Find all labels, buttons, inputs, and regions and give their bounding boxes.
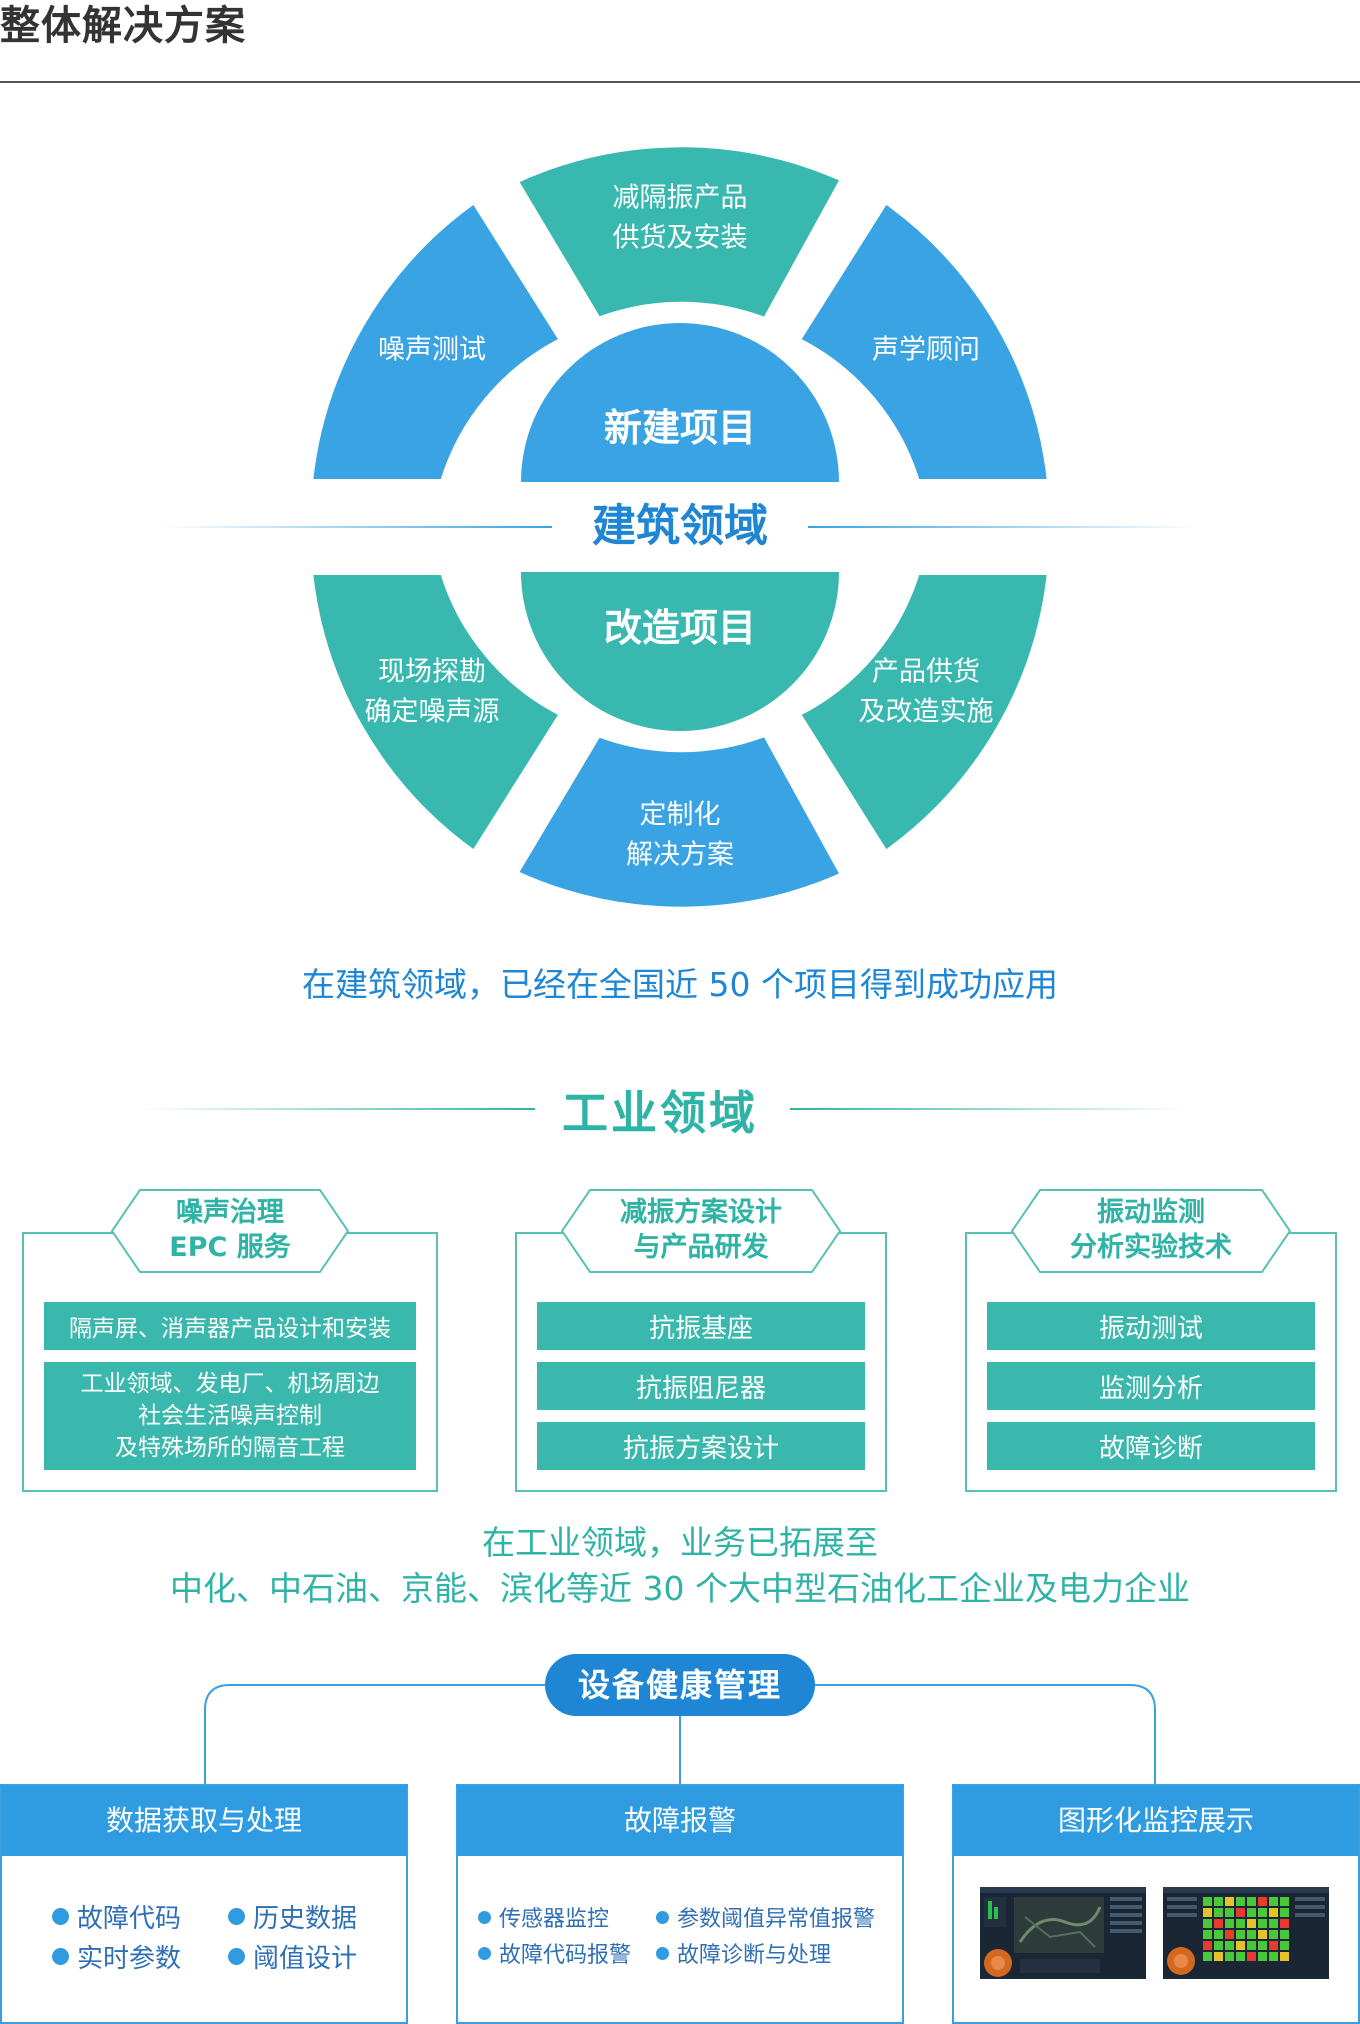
- card-hex-vibration-design: [560, 1189, 842, 1273]
- card-item-anti-vibration-design: 抗振方案设计: [537, 1422, 865, 1470]
- card-item-noise-projects-line2: 社会生活噪声控制: [138, 1403, 322, 1429]
- card-item-noise-projects-line1: 工业领域、发电厂、机场周边: [80, 1371, 380, 1397]
- building-domain-diagram: 建筑领域 新建项目 改造项目 减隔振产品 供货及安装 噪声测试 声学顾问 现场探…: [160, 141, 1200, 913]
- building-title-line-left: [160, 526, 552, 528]
- retrofit-project-label: 改造项目: [604, 606, 756, 650]
- card-item-noise-projects-line3: 及特殊场所的隔音工程: [115, 1435, 345, 1461]
- segment-left-top-label: 噪声测试: [378, 335, 486, 366]
- building-domain-title: 建筑领域: [592, 501, 768, 552]
- industry-stat-line1: 在工业领域，业务已拓展至: [482, 1523, 878, 1562]
- bullet-fault-code: 故障代码: [52, 1898, 181, 1935]
- bullet-dot-icon: [52, 1948, 69, 1965]
- management-title: 设备健康管理: [545, 1654, 815, 1716]
- segment-top: [512, 141, 847, 324]
- bullet-dot-icon: [52, 1908, 69, 1925]
- inner-new-project: [521, 323, 839, 482]
- bullet-dot-icon: [478, 1910, 491, 1924]
- bullet-fault-code-alarm-label: 故障代码报警: [499, 1943, 632, 1968]
- segment-left-bottom-label-1: 现场探勘: [378, 657, 486, 688]
- industry-stat-line2: 中化、中石油、京能、滨化等近 30 个大中型石油化工企业及电力企业: [170, 1569, 1190, 1608]
- segment-bottom-label-2: 解决方案: [626, 840, 734, 871]
- inner-retrofit-project: [521, 572, 839, 731]
- segment-right-bottom-label-2: 及改造实施: [859, 697, 994, 728]
- bullet-dot-icon: [656, 1910, 669, 1924]
- card-item-anti-vibration-damper: 抗振阻尼器: [537, 1362, 865, 1410]
- bullet-threshold-design: 阈值设计: [228, 1938, 357, 1975]
- card-head-vibration-monitoring: 振动监测 分析实验技术: [1010, 1188, 1292, 1274]
- monitoring-screenshot-grid: [1163, 1887, 1329, 1979]
- bullet-sensor-monitor: 传感器监控: [478, 1901, 609, 1933]
- mgmt-box-data: 数据获取与处理 故障代码 历史数据 实时参数 阈值设计: [0, 1784, 408, 2024]
- mgmt-box-alarm-head: 故障报警: [458, 1786, 902, 1856]
- card-head-vibration-design-line1: 减振方案设计: [620, 1197, 782, 1228]
- mgmt-box-alarm: 故障报警 传感器监控 参数阈值异常值报警 故障代码报警 故障诊断与处理: [456, 1784, 904, 2024]
- title-divider: [0, 81, 1360, 83]
- industry-domain-title: 工业领域: [562, 1086, 758, 1140]
- page-title: 整体解决方案: [0, 3, 246, 49]
- segment-right-bottom: [794, 569, 1053, 857]
- industry-title-line-left: [140, 1108, 535, 1110]
- building-stat: 在建筑领域，已经在全国近 50 个项目得到成功应用: [302, 965, 1058, 1004]
- bullet-threshold-design-label: 阈值设计: [253, 1944, 358, 1974]
- card-item-vibration-test: 振动测试: [987, 1302, 1315, 1350]
- bullet-history-data-label: 历史数据: [253, 1904, 358, 1934]
- card-item-monitoring-analysis: 监测分析: [987, 1362, 1315, 1410]
- management-connector-lines: [204, 1684, 1156, 1786]
- segment-right-bottom-label-1: 产品供货: [872, 657, 980, 688]
- new-project-label: 新建项目: [604, 406, 756, 450]
- bullet-fault-diagnosis-handling-label: 故障诊断与处理: [677, 1943, 832, 1968]
- card-hex-vibration-monitoring: [1010, 1189, 1292, 1273]
- bullet-dot-icon: [228, 1948, 245, 1965]
- bullet-dot-icon: [228, 1908, 245, 1925]
- industry-title-line-right: [790, 1108, 1190, 1110]
- card-head-vibration-monitoring-line1: 振动监测: [1097, 1197, 1205, 1228]
- bullet-dot-icon: [656, 1946, 669, 1960]
- card-head-vibration-design-line2: 与产品研发: [633, 1232, 769, 1263]
- bullet-threshold-alarm: 参数阈值异常值报警: [656, 1901, 875, 1933]
- building-title-line-right: [808, 526, 1200, 528]
- segment-left-top: [307, 197, 566, 485]
- bullet-realtime-params-label: 实时参数: [77, 1944, 182, 1974]
- segment-top-label-1: 减隔振产品: [613, 183, 748, 214]
- bullet-threshold-alarm-label: 参数阈值异常值报警: [677, 1907, 876, 1932]
- segment-right-top: [794, 197, 1053, 485]
- segment-bottom-label-1: 定制化: [640, 800, 721, 831]
- card-hex-noise-epc: [110, 1189, 350, 1273]
- mgmt-box-visual-head: 图形化监控展示: [954, 1786, 1358, 1856]
- bullet-fault-code-label: 故障代码: [77, 1904, 182, 1934]
- card-item-fault-diagnosis: 故障诊断: [987, 1422, 1315, 1470]
- card-item-anti-vibration-base: 抗振基座: [537, 1302, 865, 1350]
- bullet-fault-code-alarm: 故障代码报警: [478, 1937, 631, 1969]
- card-item-noise-projects: 工业领域、发电厂、机场周边 社会生活噪声控制 及特殊场所的隔音工程: [44, 1362, 416, 1470]
- mgmt-box-data-head: 数据获取与处理: [2, 1786, 406, 1856]
- segment-right-top-label: 声学顾问: [872, 335, 980, 366]
- segment-left-bottom: [307, 569, 566, 857]
- segment-bottom: [512, 730, 847, 913]
- monitoring-screenshot-map: [980, 1887, 1146, 1979]
- bullet-realtime-params: 实时参数: [52, 1938, 181, 1975]
- card-head-vibration-monitoring-line2: 分析实验技术: [1070, 1232, 1232, 1263]
- card-head-noise-epc: 噪声治理 EPC 服务: [110, 1188, 350, 1274]
- card-item-soundproof: 隔声屏、消声器产品设计和安装: [44, 1302, 416, 1350]
- bullet-dot-icon: [478, 1946, 491, 1960]
- segment-top-label-2: 供货及安装: [613, 223, 748, 254]
- card-head-vibration-design: 减振方案设计 与产品研发: [560, 1188, 842, 1274]
- card-head-noise-epc-line1: 噪声治理: [176, 1197, 284, 1228]
- bullet-sensor-monitor-label: 传感器监控: [499, 1907, 610, 1932]
- card-head-noise-epc-line2: EPC 服务: [169, 1232, 291, 1263]
- bullet-fault-diagnosis-handling: 故障诊断与处理: [656, 1937, 831, 1969]
- bullet-history-data: 历史数据: [228, 1898, 357, 1935]
- segment-left-bottom-label-2: 确定噪声源: [365, 697, 500, 728]
